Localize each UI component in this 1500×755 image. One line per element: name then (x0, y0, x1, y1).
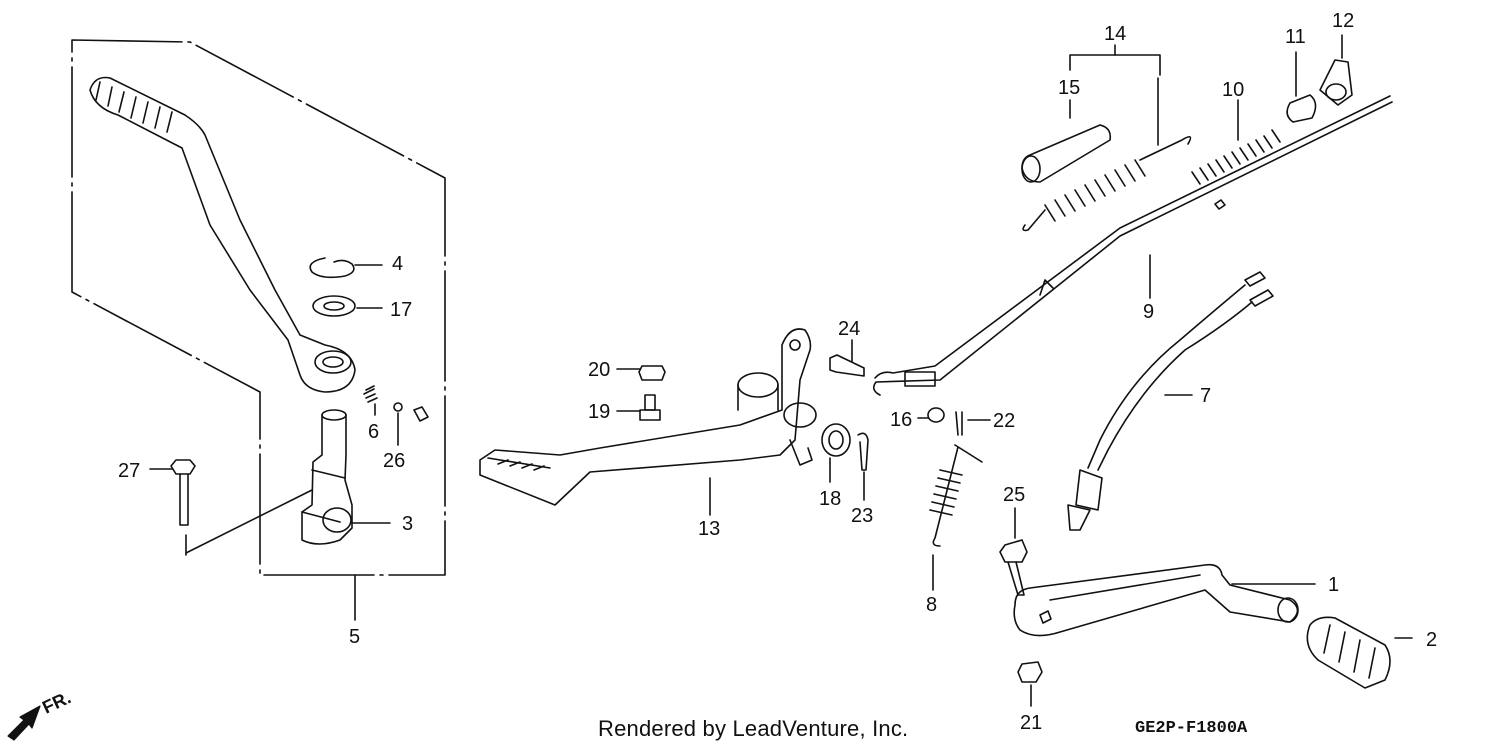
small-spring-part (363, 385, 378, 416)
callout-11: 11 (1285, 26, 1306, 48)
kick-starter-frame (71, 39, 446, 621)
bolt-19-part (616, 394, 661, 421)
callout-17: 17 (390, 299, 412, 321)
change-pedal-rubber-part (1306, 616, 1413, 689)
stop-switch-spring-part (1022, 136, 1192, 232)
callout-26: 26 (383, 450, 405, 472)
callout-19: 19 (588, 401, 610, 423)
return-spring-part (929, 444, 983, 591)
front-marker-label: FR. (39, 687, 74, 717)
callout-27: 27 (118, 460, 140, 482)
bolt-27-part (149, 459, 196, 556)
steel-ball-part (393, 402, 403, 412)
seal-part (821, 423, 851, 483)
brake-rod-part (872, 95, 1393, 396)
cotter-pin-23-part (857, 432, 869, 501)
callout-23: 23 (851, 505, 873, 527)
nut-21-part (1017, 661, 1043, 707)
spring-pipe-part (1021, 124, 1112, 183)
callout-2: 2 (1426, 629, 1437, 651)
e-clip-part (309, 257, 383, 279)
callout-12: 12 (1332, 10, 1354, 32)
callout-labels: 1 2 3 4 5 6 7 8 9 10 11 12 13 14 15 16 1… (39, 10, 1437, 734)
callout-3: 3 (402, 513, 413, 535)
nut-16-part (917, 407, 945, 423)
cotter-pin-22-part (955, 411, 991, 436)
callout-15: 15 (1058, 77, 1080, 99)
callout-24: 24 (838, 318, 860, 340)
callout-18: 18 (819, 488, 841, 510)
callout-21: 21 (1020, 712, 1042, 734)
callout-16: 16 (890, 409, 912, 431)
joint-pin-part (829, 339, 865, 377)
callout-4: 4 (392, 253, 403, 275)
callout-13: 13 (698, 518, 720, 540)
joint-12-part (1319, 34, 1353, 106)
callout-8: 8 (926, 594, 937, 616)
callout-14: 14 (1104, 23, 1126, 45)
brake-pedal-part (479, 328, 817, 516)
callout-9: 9 (1143, 301, 1154, 323)
callout-1: 1 (1328, 574, 1339, 596)
nut-20-part (616, 365, 666, 381)
front-direction-arrow-icon (7, 705, 41, 741)
callout-10: 10 (1222, 79, 1244, 101)
washer-part (312, 295, 383, 317)
change-pedal-part (1013, 563, 1316, 637)
figure-code: GE2P-F1800A (1135, 719, 1248, 738)
callout-20: 20 (588, 359, 610, 381)
callout-5: 5 (349, 626, 360, 648)
callout-7: 7 (1200, 385, 1211, 407)
callout-6: 6 (368, 421, 379, 443)
kick-spindle-part (185, 409, 391, 554)
spring-set-bracket (1069, 44, 1161, 146)
callout-25: 25 (1003, 484, 1025, 506)
stop-switch-part (1067, 271, 1274, 531)
spring-10-part (1191, 99, 1281, 185)
credit-text: Rendered by LeadVenture, Inc. (598, 716, 909, 741)
joint-11-part (1286, 51, 1317, 123)
collar-part (413, 406, 429, 422)
bolt-25-part (999, 507, 1028, 596)
kick-arm-part (89, 76, 356, 393)
callout-22: 22 (993, 410, 1015, 432)
